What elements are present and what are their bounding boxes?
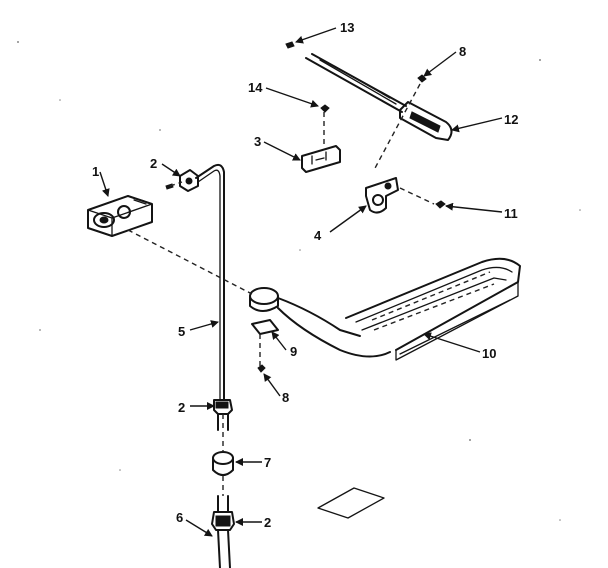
part-8-lower-screw: [257, 364, 266, 373]
part-8-upper-screw: [417, 74, 427, 83]
loose-plate: [317, 487, 385, 519]
label-6: 6: [176, 510, 183, 525]
part-11-screw: [435, 200, 446, 209]
part-10-burner-tray: [249, 257, 521, 361]
part-2-top-fitting: [165, 169, 199, 192]
label-14: 14: [248, 80, 263, 95]
part-5-tube: [195, 163, 225, 401]
assembly-lines: [127, 83, 435, 496]
label-10: 10: [482, 346, 496, 361]
part-3-bracket: [301, 145, 341, 173]
label-3: 3: [254, 134, 261, 149]
part-13-screw: [285, 41, 295, 49]
part-4-bracket: [365, 177, 399, 214]
label-4: 4: [314, 228, 322, 243]
part-1-valve-body: [87, 195, 153, 237]
part-2-middle-fitting: [213, 399, 233, 431]
label-1: 1: [92, 164, 99, 179]
label-11: 11: [504, 206, 518, 221]
scan-speckles: [17, 41, 581, 521]
label-8-top: 8: [459, 44, 466, 59]
label-8-lower: 8: [282, 390, 289, 405]
label-5: 5: [178, 324, 185, 339]
label-2-middle: 2: [178, 400, 185, 415]
label-13: 13: [340, 20, 354, 35]
part-labels: 13 8 14 3 12 11 4 1 2 5 10 9 8 2 7 2 6: [92, 20, 518, 530]
label-2-top: 2: [150, 156, 157, 171]
label-7: 7: [264, 455, 271, 470]
part-12-igniter: [305, 53, 453, 141]
label-2-bottom: 2: [264, 515, 271, 530]
part-9-plate: [251, 319, 279, 335]
leaders: [99, 27, 503, 537]
part-7-cap: [212, 451, 234, 476]
label-12: 12: [504, 112, 518, 127]
part-6-lower-tube: [211, 495, 235, 568]
part-14-screw: [320, 104, 330, 113]
label-9: 9: [290, 344, 297, 359]
